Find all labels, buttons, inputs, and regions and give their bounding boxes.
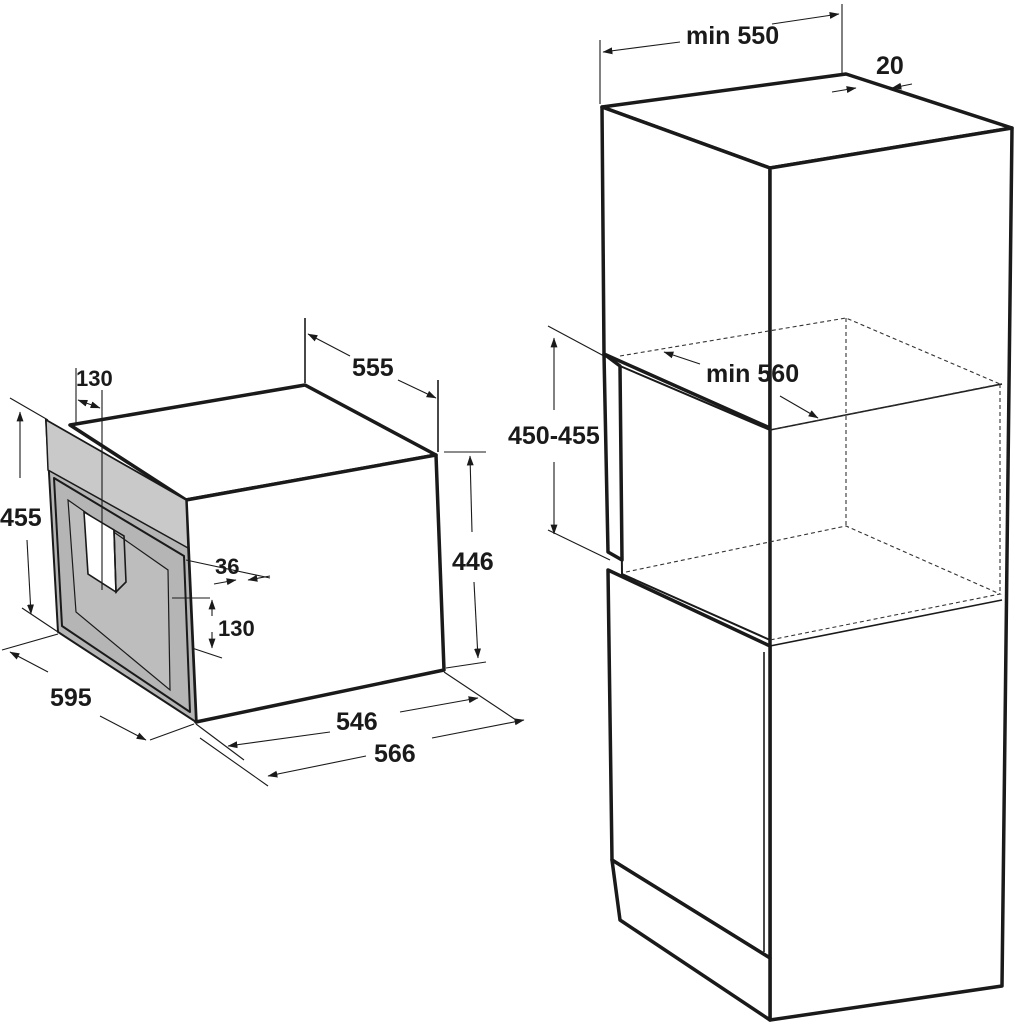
ext-546-b (443, 671, 517, 721)
dim-20-b (891, 82, 913, 90)
dim-446-a (466, 455, 474, 533)
label-130-side: 130 (218, 616, 255, 641)
dim-min560-b (779, 395, 819, 419)
niche-dashed-back-top (619, 317, 1002, 431)
ext-450-b (547, 529, 611, 561)
label-595: 595 (50, 684, 92, 712)
ext-130s-b (191, 647, 223, 659)
dim-566-a (267, 755, 367, 778)
cabinet-side-face (768, 126, 1014, 1022)
label-446: 446 (452, 548, 494, 576)
dim-20-a (831, 86, 857, 93)
label-20: 20 (876, 52, 904, 80)
oven-drawing: 555 130 455 36 130 446 595 (0, 318, 525, 787)
label-566: 566 (374, 740, 416, 768)
oven-control-panel (45, 418, 189, 550)
oven-door-edge (53, 477, 191, 713)
label-min-550: min 550 (686, 22, 779, 50)
dim-555-b (397, 379, 437, 399)
dim-130-top (77, 399, 101, 409)
dim-546-b (399, 696, 479, 713)
ext-450-a (547, 325, 605, 357)
niche-dashed-back-bottom (625, 525, 1002, 641)
ext-455-b (21, 607, 59, 633)
label-455: 455 (0, 504, 42, 532)
label-36: 36 (215, 554, 239, 579)
dim-36-a (213, 578, 237, 586)
ext-595-a (1, 633, 59, 651)
dim-555-a (307, 333, 351, 357)
cabinet-drawing: min 550 20 min 560 450-455 (508, 4, 1014, 1022)
oven-side-face (184, 453, 446, 724)
niche-floor-edge (769, 599, 1003, 647)
label-546: 546 (336, 708, 378, 736)
dim-min560-a (663, 351, 701, 365)
label-555: 555 (352, 354, 394, 382)
cabinet-plinth (610, 858, 772, 1022)
dim-595-b (99, 715, 147, 741)
dim-min550-a (602, 41, 681, 55)
cabinet-niche-opening (619, 365, 771, 641)
dim-566-b (431, 718, 525, 739)
label-min-560: min 560 (706, 360, 799, 388)
dim-455-b (26, 539, 34, 615)
dim-595-a (9, 651, 49, 673)
dim-446-b (473, 581, 481, 659)
dim-36-b (247, 574, 271, 582)
ext-446-b (445, 661, 487, 669)
ext-566-a (199, 737, 269, 787)
label-130-top: 130 (76, 366, 113, 391)
dim-546-a (227, 731, 331, 749)
ext-595-b (149, 723, 195, 741)
label-450-455: 450-455 (508, 422, 600, 450)
ext-546-a (195, 723, 245, 761)
dim-min550-b (771, 11, 840, 25)
ext-455-a (9, 397, 49, 421)
oven-handle-edge (113, 528, 127, 594)
